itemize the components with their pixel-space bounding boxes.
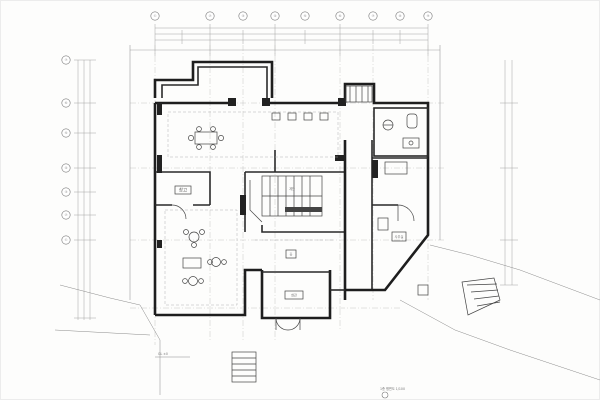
grid-bubble xyxy=(300,11,310,21)
room-label-storage: 창고 xyxy=(179,187,187,194)
room-label-box xyxy=(391,231,407,242)
grid-bubble-label: ③ xyxy=(65,190,68,194)
column xyxy=(157,103,162,115)
note-level: GL ±0 xyxy=(158,352,168,356)
room-label-stair: 계단 xyxy=(289,186,295,191)
door-swing xyxy=(171,204,187,220)
column xyxy=(372,160,378,178)
column xyxy=(262,98,270,106)
grid-bubble xyxy=(150,11,160,21)
grid-bubble-label: ⑨ xyxy=(427,14,430,18)
bench-seats xyxy=(271,112,329,121)
room-label-office: 사무실 xyxy=(395,234,404,239)
grid-bubble-label: ④ xyxy=(65,166,68,170)
grid-bubble-label: ⑧ xyxy=(399,14,402,18)
column xyxy=(157,240,162,248)
grid-bubble-label: ② xyxy=(65,213,68,217)
grid-bubble-label: ⑤ xyxy=(304,14,307,18)
room-label-entrance: 현관 xyxy=(291,292,297,297)
grid-bubble xyxy=(395,11,405,21)
dining-table-set xyxy=(188,126,224,150)
grid-bubble-label: ⑤ xyxy=(65,131,68,135)
room-label-box xyxy=(284,290,304,300)
exterior-stair-right xyxy=(461,277,501,316)
room-label-hall: 홀 xyxy=(290,251,293,256)
room-label-box xyxy=(174,185,192,195)
column xyxy=(335,155,345,161)
grid-bubble xyxy=(423,11,433,21)
grid-bubble xyxy=(238,11,248,21)
site-boundary-lines xyxy=(54,45,600,395)
left-grid-bubbles: ⑦ ⑥ ⑤ ④ ③ ② ① xyxy=(61,55,71,245)
north-mark xyxy=(381,391,389,399)
grid-bubble-label: ⑦ xyxy=(65,58,68,62)
column xyxy=(240,195,246,215)
stair: 계단 xyxy=(249,175,323,223)
entrance-doors xyxy=(275,317,301,331)
grid-bubble-label: ④ xyxy=(274,14,277,18)
column xyxy=(157,155,162,173)
lounge-table-set xyxy=(182,229,227,286)
right-dimension-lines xyxy=(500,60,518,286)
grid-bubble-label: ① xyxy=(154,14,157,18)
top-grid-bubbles: ① ② ③ ④ ⑤ ⑥ ⑦ ⑧ ⑨ xyxy=(150,11,433,21)
exterior-stair-top xyxy=(345,85,373,103)
grid-bubble-label: ② xyxy=(209,14,212,18)
grid-bubble xyxy=(368,11,378,21)
toilet-room xyxy=(373,107,429,157)
grid-bubble-label: ① xyxy=(65,238,68,242)
note-scale: 1층 평면도 1/100 xyxy=(380,386,405,391)
stair-landing-mark xyxy=(285,207,322,212)
office-room: 사무실 xyxy=(377,161,429,296)
grid-bubble-label: ⑥ xyxy=(65,101,68,105)
grid-bubble xyxy=(270,11,280,21)
grid-bubble-label: ③ xyxy=(242,14,245,18)
column xyxy=(228,98,236,106)
room-label-box xyxy=(285,249,297,259)
column xyxy=(338,98,346,106)
dashed-overhead-lines xyxy=(164,111,339,306)
exterior-stair-bottom xyxy=(231,351,257,383)
grid-bubble-label: ⑦ xyxy=(372,14,375,18)
grid-bubble xyxy=(205,11,215,21)
grid-bubble-label: ⑥ xyxy=(339,14,342,18)
left-dimension-lines xyxy=(74,59,96,320)
grid-bubble xyxy=(335,11,345,21)
